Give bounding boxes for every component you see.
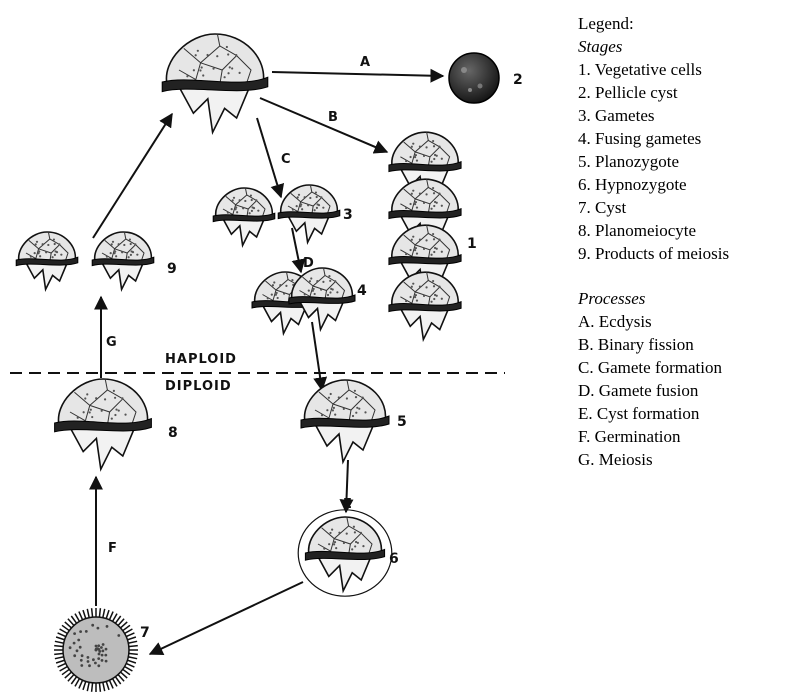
stage-item: 5. Planozygote <box>578 150 798 173</box>
meiosis-product-cell <box>92 232 154 289</box>
vegetative-cell <box>162 34 268 132</box>
label-b: B <box>328 110 338 125</box>
stage-item: 8. Planomeiocyte <box>578 219 798 242</box>
stage-number-9: 9 <box>167 261 177 277</box>
vegetative-chain-cell <box>389 272 461 339</box>
process-item: D. Gamete fusion <box>578 379 798 402</box>
stage-item: 9. Products of meiosis <box>578 242 798 265</box>
label-c: C <box>281 152 291 167</box>
stage-number-8: 8 <box>168 425 178 441</box>
gamete-cell <box>278 185 340 242</box>
label-f: F <box>108 541 117 556</box>
arrow-to-cyst <box>150 582 303 654</box>
stage-item: 6. Hypnozygote <box>578 173 798 196</box>
process-item: A. Ecdysis <box>578 310 798 333</box>
stage-item: 2. Pellicle cyst <box>578 81 798 104</box>
stage-number-4: 4 <box>357 283 367 299</box>
stage-item: 4. Fusing gametes <box>578 127 798 150</box>
diploid-label: DIPLOID <box>165 379 232 394</box>
label-a: A <box>360 55 370 70</box>
stage-number-7: 7 <box>140 625 150 641</box>
haploid-label: HAPLOID <box>165 352 237 367</box>
meiosis-product-cell <box>16 232 78 289</box>
process-item: B. Binary fission <box>578 333 798 356</box>
stage-item: 3. Gametes <box>578 104 798 127</box>
label-d: D <box>303 256 314 271</box>
planomeiocyte-cell <box>55 379 152 469</box>
planozygote-cell <box>301 380 389 462</box>
process-item: E. Cyst formation <box>578 402 798 425</box>
arrow-a-ecdysis <box>272 72 443 76</box>
gamete-cell <box>213 188 275 245</box>
stages-list: 1. Vegetative cells 2. Pellicle cyst 3. … <box>578 58 798 265</box>
stage-number-1: 1 <box>467 236 477 252</box>
arrow-b-binary-fission <box>260 98 387 152</box>
arrow-to-vegetative <box>93 114 172 238</box>
process-item: C. Gamete formation <box>578 356 798 379</box>
stage-item: 7. Cyst <box>578 196 798 219</box>
stage-number-3: 3 <box>343 207 353 223</box>
stages-heading: Stages <box>578 35 798 58</box>
arrow-c-gamete-formation <box>257 118 281 197</box>
process-item: G. Meiosis <box>578 448 798 471</box>
spiny-cyst-7 <box>54 608 138 692</box>
process-item: F. Germination <box>578 425 798 448</box>
stage-number-6: 6 <box>389 551 399 567</box>
arrow-d-gamete-fusion <box>292 228 301 272</box>
arrow-to-planozygote <box>312 322 322 390</box>
stage-number-5: 5 <box>397 414 407 430</box>
stage-number-2: 2 <box>513 72 523 88</box>
processes-list: A. Ecdysis B. Binary fission C. Gamete f… <box>578 310 798 471</box>
pellicle-cyst-2 <box>449 53 499 103</box>
legend: Legend: Stages 1. Vegetative cells 2. Pe… <box>578 12 798 471</box>
processes-heading: Processes <box>578 287 798 310</box>
legend-title: Legend: <box>578 12 798 35</box>
hypnozygote-cell <box>298 510 392 596</box>
stage-item: 1. Vegetative cells <box>578 58 798 81</box>
label-g: G <box>106 335 117 350</box>
